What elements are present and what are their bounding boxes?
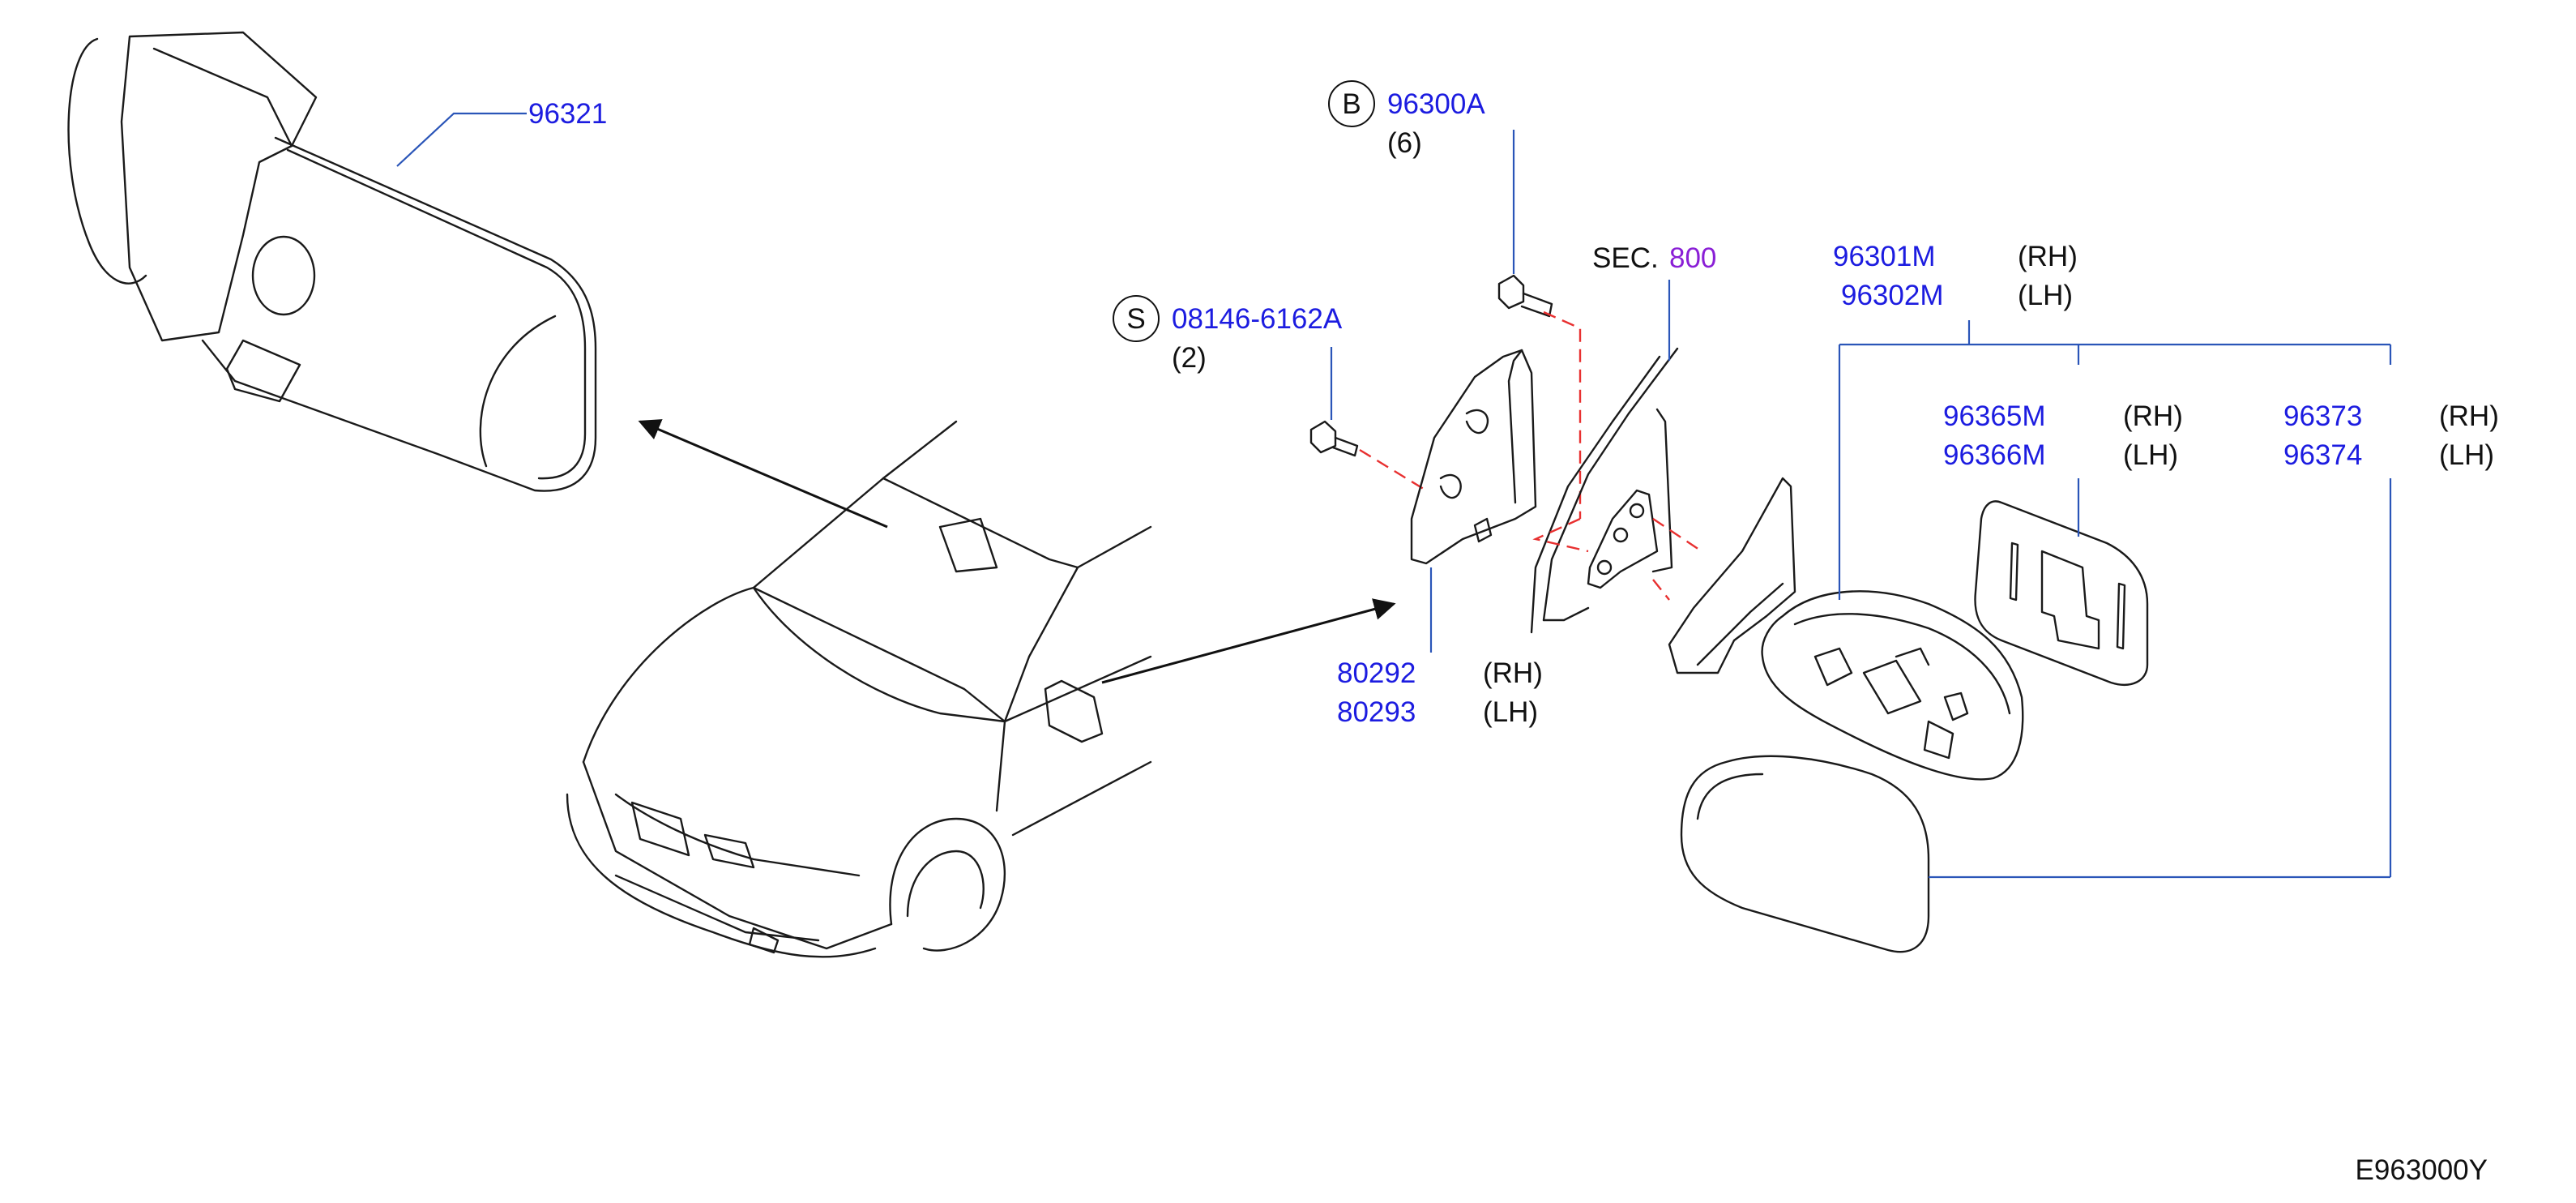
section-reference-number[interactable]: 800 bbox=[1669, 242, 1716, 274]
part-number-80293[interactable]: 80293 bbox=[1337, 696, 1416, 728]
door-mirror-housing-illustration bbox=[1761, 590, 2024, 781]
finisher-illustration bbox=[1410, 349, 1537, 565]
door-panel-illustration bbox=[1530, 347, 1679, 634]
arrow-to-inside-mirror bbox=[638, 419, 888, 529]
part-number-08146-6162a[interactable]: 08146-6162A bbox=[1172, 303, 1343, 335]
leader-96373 bbox=[1929, 478, 2392, 879]
quantity-6: (6) bbox=[1387, 127, 1422, 159]
dashed-guide-bolt bbox=[1543, 310, 1582, 519]
screw-s-illustration bbox=[1309, 420, 1359, 457]
label-rh-96365m: (RH) bbox=[2123, 400, 2183, 432]
bolt-b-illustration bbox=[1497, 274, 1553, 318]
leader-96301m bbox=[1838, 320, 2392, 600]
symbol-b-circle bbox=[1328, 80, 1375, 127]
label-lh-96374: (LH) bbox=[2439, 439, 2494, 471]
label-rh-96301m: (RH) bbox=[2018, 241, 2078, 272]
dashed-guide-door-3 bbox=[1532, 517, 1589, 553]
mirror-cover-illustration bbox=[1680, 755, 1930, 953]
arrow-to-door-mirror bbox=[1101, 598, 1396, 684]
dashed-guide-door-2 bbox=[1652, 579, 1670, 601]
diagram-code: E963000Y bbox=[2356, 1154, 2488, 1186]
label-lh-96302m: (LH) bbox=[2018, 280, 2073, 311]
dashed-guide-door-1 bbox=[1652, 518, 1702, 552]
door-mirror-base-illustration bbox=[1668, 477, 1796, 674]
part-number-96373[interactable]: 96373 bbox=[2283, 400, 2362, 432]
part-number-96302m[interactable]: 96302M bbox=[1841, 280, 1943, 311]
part-number-96366m[interactable]: 96366M bbox=[1943, 439, 2045, 471]
part-number-96321[interactable]: 96321 bbox=[528, 98, 607, 130]
section-reference-prefix: SEC. bbox=[1592, 242, 1659, 274]
symbol-b: B bbox=[1342, 88, 1361, 120]
quantity-2: (2) bbox=[1172, 342, 1207, 374]
part-number-96301m[interactable]: 96301M bbox=[1833, 241, 1935, 272]
car-illustration bbox=[566, 420, 1152, 958]
part-number-96300a[interactable]: 96300A bbox=[1387, 88, 1485, 120]
symbol-s-circle bbox=[1113, 295, 1160, 342]
part-number-96365m[interactable]: 96365M bbox=[1943, 400, 2045, 432]
label-rh-96373: (RH) bbox=[2439, 400, 2499, 432]
mirror-glass-illustration bbox=[1974, 500, 2149, 686]
symbol-s: S bbox=[1126, 303, 1145, 335]
part-number-96374[interactable]: 96374 bbox=[2283, 439, 2362, 471]
label-rh-80292: (RH) bbox=[1483, 657, 1543, 689]
dashed-guide-screw bbox=[1359, 448, 1427, 492]
label-lh-96366m: (LH) bbox=[2123, 439, 2178, 471]
label-lh-80293: (LH) bbox=[1483, 696, 1538, 728]
leader-96321 bbox=[396, 112, 527, 167]
inside-mirror-illustration bbox=[67, 31, 597, 492]
part-number-80292[interactable]: 80292 bbox=[1337, 657, 1416, 689]
